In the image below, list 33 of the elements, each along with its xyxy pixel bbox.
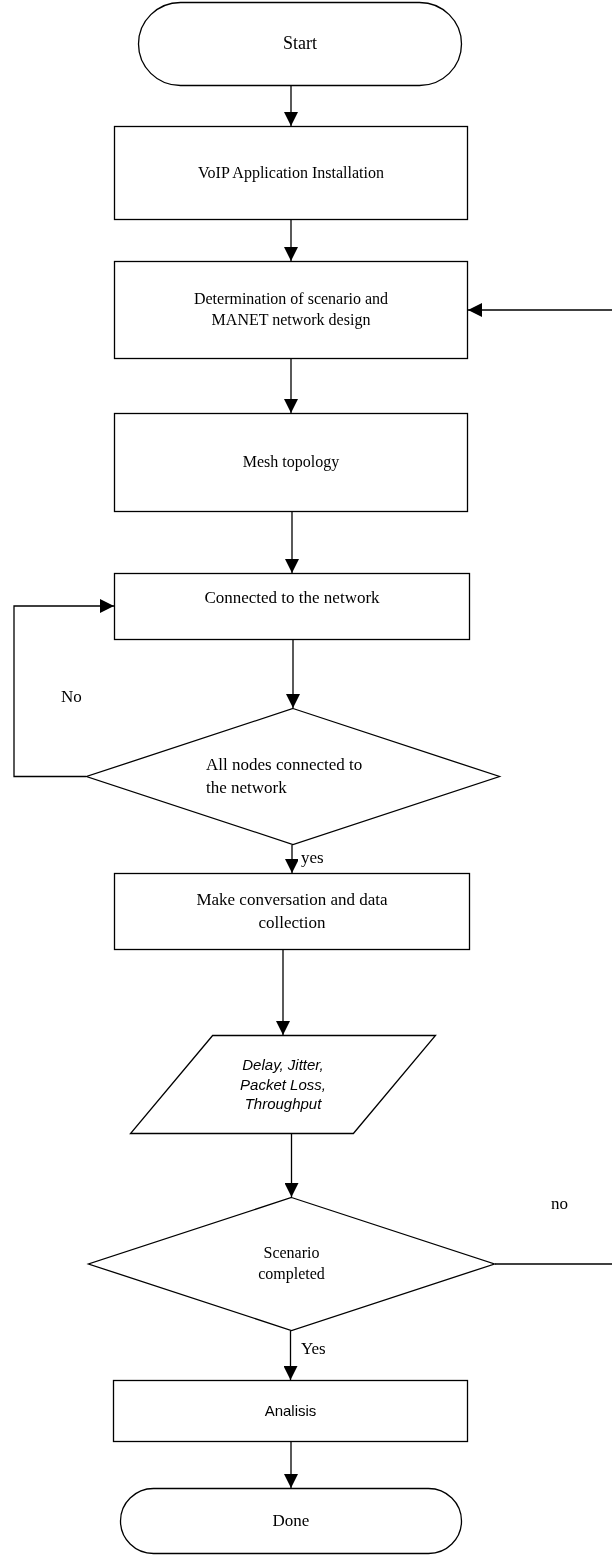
step-label: Delay, Jitter, Packet Loss, Throughput <box>239 1055 327 1114</box>
arrow <box>284 1133 299 1198</box>
arrow <box>13 599 115 778</box>
arrow <box>286 639 300 709</box>
process-box <box>114 873 470 950</box>
arrow <box>284 358 298 414</box>
arrow <box>284 219 298 262</box>
step-label: Connected to the network <box>204 587 380 609</box>
step-label: Scenario completed <box>257 1243 326 1285</box>
arrow <box>285 844 299 874</box>
decision-diamond <box>86 708 500 845</box>
process-box <box>114 573 470 640</box>
arrow <box>284 1441 298 1489</box>
arrow <box>283 1330 298 1381</box>
data-parallelogram <box>130 1035 436 1134</box>
step-label: Make conversation and data collection <box>195 889 389 934</box>
arrow <box>285 511 299 574</box>
process-box <box>113 1380 468 1442</box>
step-label: Determination of scenario and MANET network design <box>192 289 390 331</box>
step-label: Analisis <box>264 1401 317 1421</box>
step-label: Mesh topology <box>242 452 340 473</box>
step-label: All nodes connected to the network <box>206 754 364 799</box>
decision-diamond <box>88 1197 495 1331</box>
arrow <box>284 85 298 127</box>
arrow <box>276 949 290 1036</box>
process-box <box>114 261 468 359</box>
arrow <box>467 303 613 317</box>
connector-line <box>494 1263 613 1265</box>
step-label: Done <box>272 1509 310 1532</box>
process-box <box>114 413 468 512</box>
step-label: VoIP Application Installation <box>198 162 384 184</box>
process-box <box>114 126 468 220</box>
step-label: Start <box>283 32 317 56</box>
